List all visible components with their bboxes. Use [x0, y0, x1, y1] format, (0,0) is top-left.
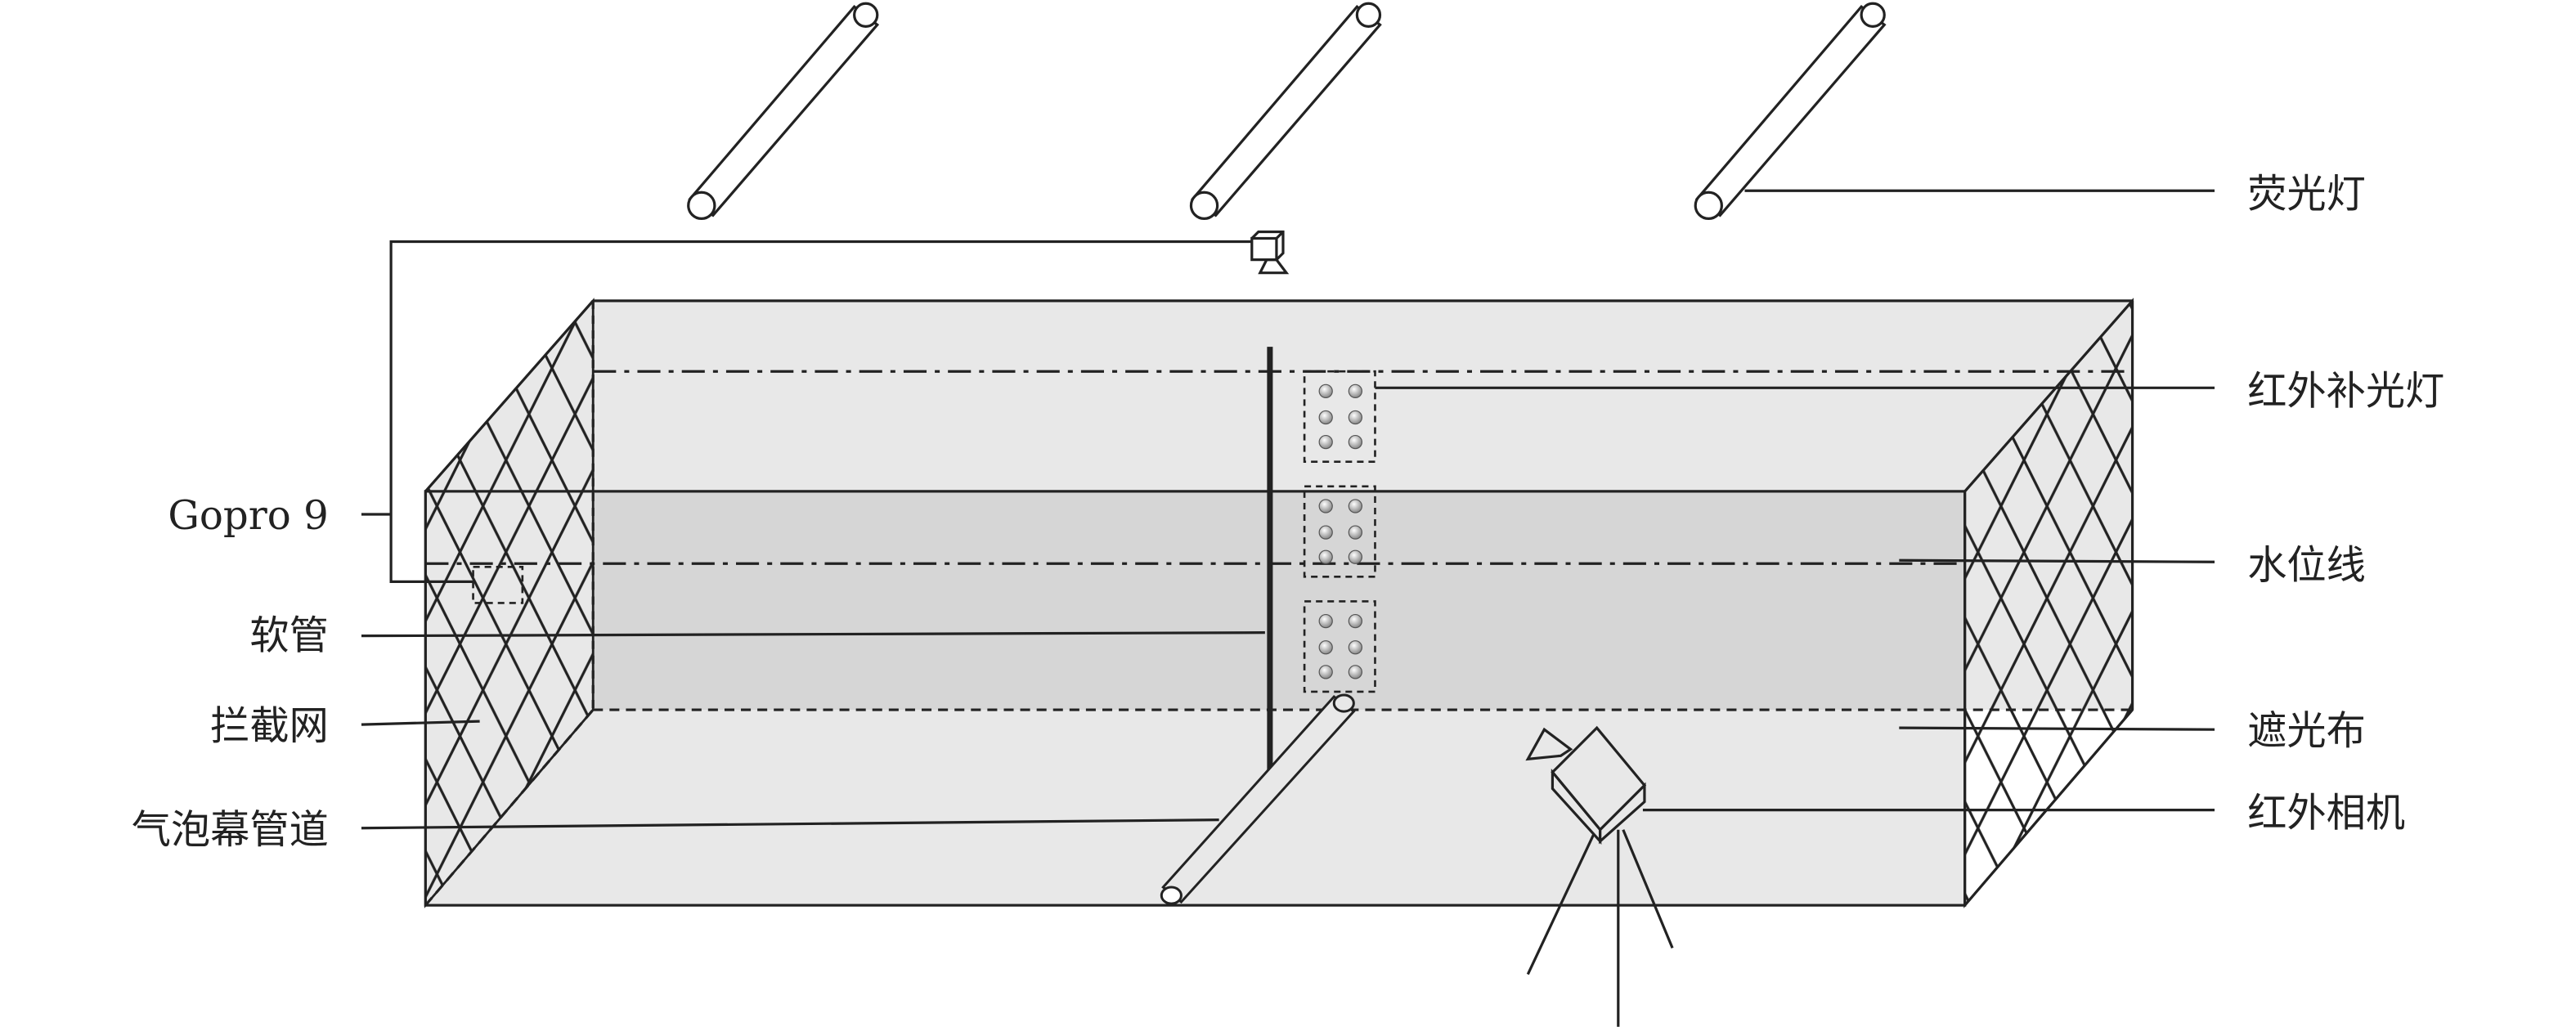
ir-led-icon [1318, 613, 1333, 629]
water-body [593, 491, 1965, 711]
ir-led-icon [1318, 525, 1333, 540]
label-hose: 软管 [249, 613, 328, 659]
ir-fill-light-panel [1303, 485, 1376, 578]
label-fluorescent-lamp: 荧光灯 [2247, 171, 2366, 217]
ir-led-icon [1318, 383, 1333, 398]
ir-led-icon [1348, 613, 1363, 629]
ir-led-icon [1348, 410, 1363, 425]
label-bubble-curtain-pipe: 气泡幕管道 [132, 807, 329, 853]
ir-fill-light-panel [1303, 600, 1376, 693]
leader-lines [361, 189, 2215, 830]
water-tank [424, 299, 2134, 907]
label-ir-camera: 红外相机 [2247, 791, 2405, 836]
ir-led-icon [1348, 499, 1363, 514]
ir-led-icon [1348, 665, 1363, 679]
label-interception-net: 拦截网 [210, 703, 329, 749]
gopro-camera-icon [1250, 230, 1290, 275]
fluorescent-lamp-icon [687, 2, 880, 221]
fluorescent-lamp-icon [1694, 2, 1887, 221]
gopro-underwater-icon [472, 565, 524, 604]
ir-led-icon [1348, 434, 1363, 450]
ir-led-icon [1348, 383, 1363, 398]
ir-camera-icon [1525, 725, 1674, 1027]
ir-led-icon [1318, 434, 1333, 450]
fluorescent-lamps [687, 2, 1887, 221]
fluorescent-lamp-icon [1189, 2, 1382, 221]
label-water-level-line: 水位线 [2247, 542, 2366, 588]
label-gopro: Gopro 9 [168, 493, 328, 539]
label-blackout-cloth: 遮光布 [2247, 708, 2366, 754]
ir-led-icon [1318, 499, 1333, 514]
ir-led-icon [1318, 640, 1333, 655]
bubble-curtain-pipe [1160, 693, 1356, 905]
ir-fill-light-panel [1303, 370, 1376, 464]
ir-led-icon [1318, 665, 1333, 679]
ir-led-icon [1348, 525, 1363, 540]
ir-led-icon [1348, 549, 1363, 564]
interception-net-right [1963, 298, 2134, 908]
gopro-cable [389, 240, 1252, 583]
ir-fill-lights [1303, 370, 1376, 693]
label-ir-fill-light: 红外补光灯 [2247, 368, 2444, 414]
ir-led-icon [1348, 640, 1363, 655]
ir-led-icon [1318, 410, 1333, 425]
ir-led-icon [1318, 549, 1333, 564]
